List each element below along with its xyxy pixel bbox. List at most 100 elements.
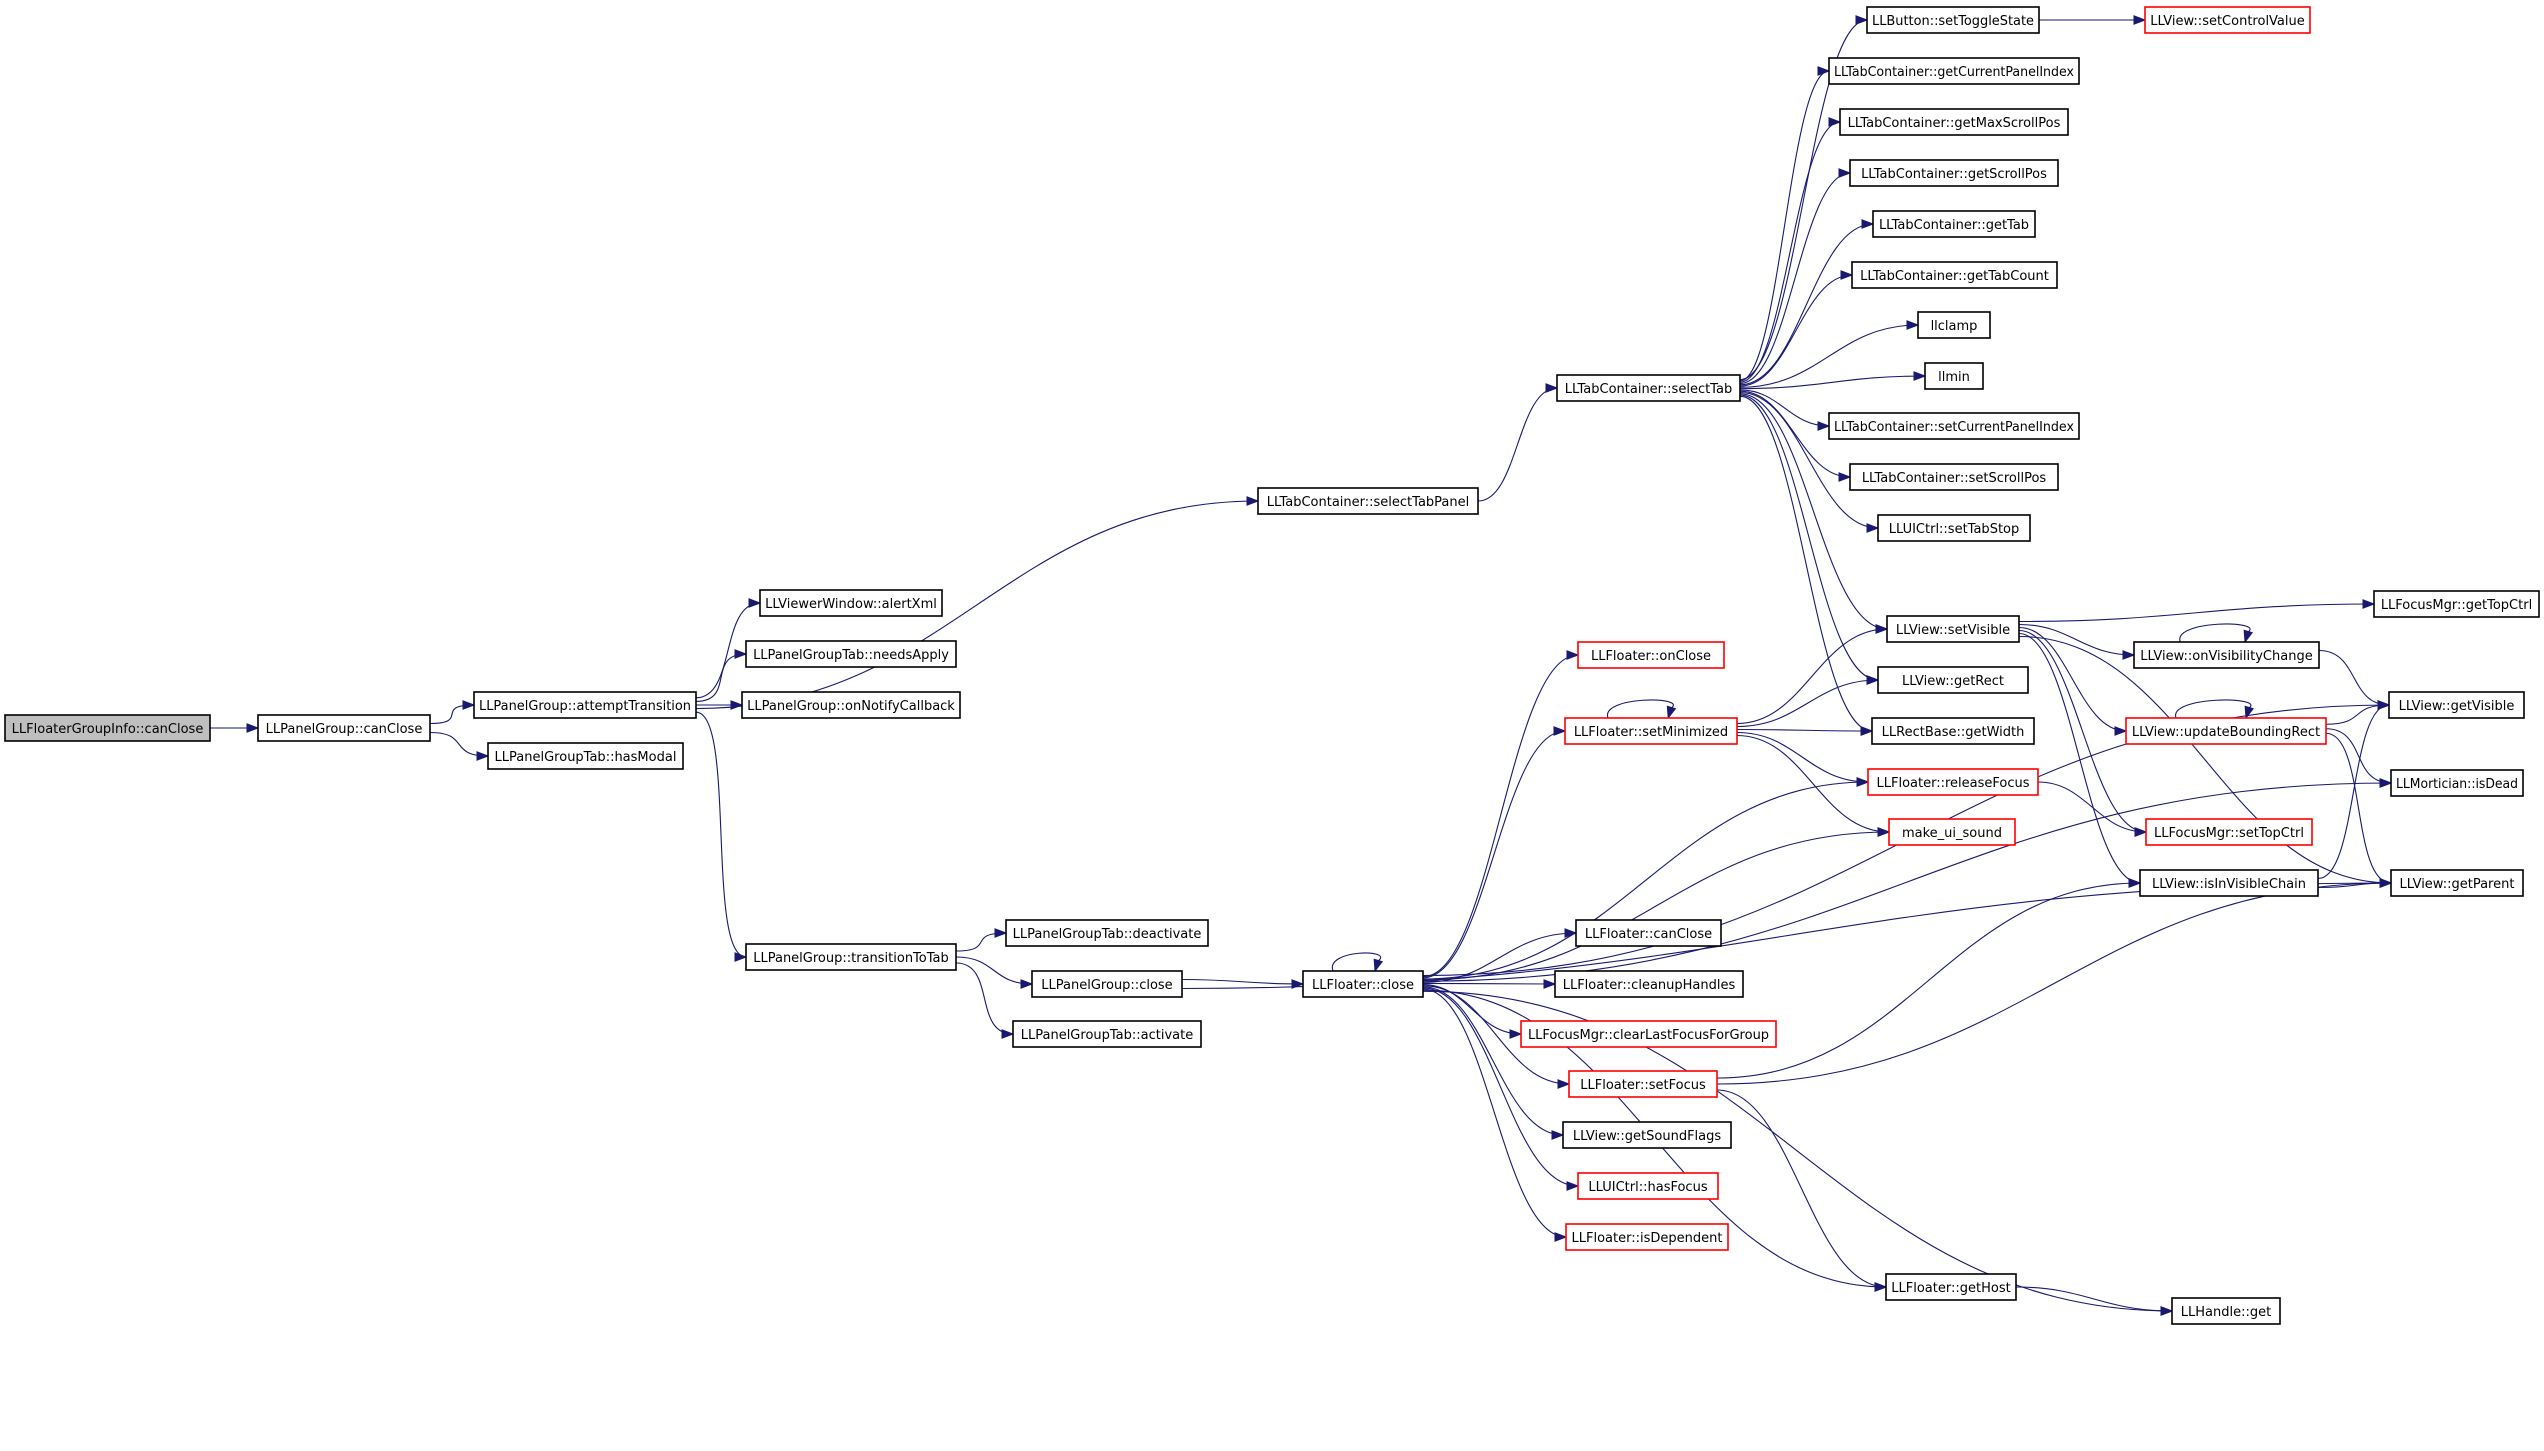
node-selecttabpanel[interactable]: LLTabContainer::selectTabPanel: [1257, 487, 1479, 515]
node-getsoundflags[interactable]: LLView::getSoundFlags: [1562, 1121, 1732, 1149]
node-box[interactable]: [487, 742, 684, 770]
node-box[interactable]: [473, 691, 697, 719]
node-selecttab[interactable]: LLTabContainer::selectTab: [1556, 374, 1741, 402]
node-box[interactable]: [1888, 818, 2016, 846]
node-box[interactable]: [257, 714, 431, 742]
node-pg-close[interactable]: LLPanelGroup::close: [1031, 970, 1183, 998]
node-getrect[interactable]: LLView::getRect: [1877, 666, 2029, 694]
node-box[interactable]: [1886, 615, 2020, 643]
node-hasfocus[interactable]: LLUICtrl::hasFocus: [1577, 1172, 1719, 1200]
node-makeuisound[interactable]: make_ui_sound: [1888, 818, 2016, 846]
node-box[interactable]: [1849, 463, 2059, 491]
node-getparent[interactable]: LLView::getParent: [2390, 869, 2524, 897]
node-box[interactable]: [2133, 641, 2320, 669]
node-box[interactable]: [1877, 514, 2031, 542]
node-settoggle[interactable]: LLButton::setToggleState: [1866, 6, 2040, 34]
node-fl-canclose[interactable]: LLFloater::canClose: [1575, 919, 1722, 947]
node-onvischange[interactable]: LLView::onVisibilityChange: [2133, 641, 2320, 669]
node-box[interactable]: [1005, 919, 1209, 947]
node-box[interactable]: [1565, 1223, 1729, 1251]
node-box[interactable]: [2125, 717, 2327, 745]
node-box[interactable]: [1302, 970, 1424, 998]
node-gettopctrl[interactable]: LLFocusMgr::getTopCtrl: [2373, 590, 2540, 618]
node-box[interactable]: [2390, 869, 2524, 897]
node-isdead[interactable]: LLMortician::isDead: [2390, 769, 2524, 797]
node-gethost[interactable]: LLFloater::getHost: [1885, 1273, 2017, 1301]
node-cleanup[interactable]: LLFloater::cleanupHandles: [1554, 970, 1744, 998]
node-box[interactable]: [1520, 1020, 1777, 1048]
node-box[interactable]: [1575, 919, 1722, 947]
node-box[interactable]: [2390, 769, 2524, 797]
node-setscroll[interactable]: LLTabContainer::setScrollPos: [1849, 463, 2059, 491]
node-box[interactable]: [1924, 362, 1984, 390]
node-box[interactable]: [1866, 6, 2040, 34]
node-box[interactable]: [1554, 970, 1744, 998]
node-updatebounding[interactable]: LLView::updateBoundingRect: [2125, 717, 2327, 745]
node-box[interactable]: [1867, 768, 2039, 796]
node-box[interactable]: [1257, 487, 1479, 515]
node-alertxml[interactable]: LLViewerWindow::alertXml: [759, 589, 943, 617]
node-needsapply[interactable]: LLPanelGroupTab::needsApply: [745, 640, 957, 668]
node-setvisible[interactable]: LLView::setVisible: [1886, 615, 2020, 643]
node-getcurpanel[interactable]: LLTabContainer::getCurrentPanelIndex: [1828, 57, 2080, 85]
node-box[interactable]: [2144, 6, 2311, 34]
node-transition[interactable]: LLPanelGroup::transitionToTab: [745, 943, 957, 971]
node-box[interactable]: [741, 691, 961, 719]
node-box[interactable]: [1568, 1070, 1718, 1098]
node-box[interactable]: [2139, 869, 2319, 897]
node-box[interactable]: [745, 943, 957, 971]
node-box[interactable]: [2145, 818, 2313, 846]
node-pg-canclose[interactable]: LLPanelGroup::canClose: [257, 714, 431, 742]
node-isdependent[interactable]: LLFloater::isDependent: [1565, 1223, 1729, 1251]
node-box[interactable]: [1849, 159, 2059, 187]
node-activate[interactable]: LLPanelGroupTab::activate: [1012, 1020, 1202, 1048]
node-handleget[interactable]: LLHandle::get: [2171, 1297, 2281, 1325]
node-box[interactable]: [1577, 1172, 1719, 1200]
node-box[interactable]: [1851, 261, 2058, 289]
node-box[interactable]: [1917, 311, 1991, 339]
node-box[interactable]: [1564, 717, 1738, 745]
node-getmaxscroll[interactable]: LLTabContainer::getMaxScrollPos: [1839, 108, 2069, 136]
node-setcontrol[interactable]: LLView::setControlValue: [2144, 6, 2311, 34]
node-releasefocus[interactable]: LLFloater::releaseFocus: [1867, 768, 2039, 796]
node-gettabcount[interactable]: LLTabContainer::getTabCount: [1851, 261, 2058, 289]
node-box[interactable]: [1556, 374, 1741, 402]
node-deactivate[interactable]: LLPanelGroupTab::deactivate: [1005, 919, 1209, 947]
node-box[interactable]: [4, 714, 211, 742]
node-box[interactable]: [1885, 1273, 2017, 1301]
node-hasmodal[interactable]: LLPanelGroupTab::hasModal: [487, 742, 684, 770]
node-box[interactable]: [1031, 970, 1183, 998]
node-box[interactable]: [1872, 210, 2036, 238]
node-setfocus[interactable]: LLFloater::setFocus: [1568, 1070, 1718, 1098]
node-box[interactable]: [1871, 717, 2035, 745]
node-box[interactable]: [1012, 1020, 1202, 1048]
node-box[interactable]: [2388, 691, 2525, 719]
node-box[interactable]: [1577, 641, 1725, 669]
node-settabstop[interactable]: LLUICtrl::setTabStop: [1877, 514, 2031, 542]
node-box[interactable]: [2171, 1297, 2281, 1325]
node-box[interactable]: [1562, 1121, 1732, 1149]
node-attempt[interactable]: LLPanelGroup::attemptTransition: [473, 691, 697, 719]
node-clearlastfocus[interactable]: LLFocusMgr::clearLastFocusForGroup: [1520, 1020, 1777, 1048]
node-getscroll[interactable]: LLTabContainer::getScrollPos: [1849, 159, 2059, 187]
node-box[interactable]: [745, 640, 957, 668]
node-box[interactable]: [1877, 666, 2029, 694]
node-box[interactable]: [759, 589, 943, 617]
node-box[interactable]: [2373, 590, 2540, 618]
node-fl-close[interactable]: LLFloater::close: [1302, 970, 1424, 998]
node-box[interactable]: [1839, 108, 2069, 136]
node-llclamp[interactable]: llclamp: [1917, 311, 1991, 339]
node-onclose[interactable]: LLFloater::onClose: [1577, 641, 1725, 669]
node-gettab[interactable]: LLTabContainer::getTab: [1872, 210, 2036, 238]
node-isinvisiblechain[interactable]: LLView::isInVisibleChain: [2139, 869, 2319, 897]
node-getwidth[interactable]: LLRectBase::getWidth: [1871, 717, 2035, 745]
node-box[interactable]: [1828, 57, 2080, 85]
node-getvisible[interactable]: LLView::getVisible: [2388, 691, 2525, 719]
node-root[interactable]: LLFloaterGroupInfo::canClose: [4, 714, 211, 742]
node-onnotify[interactable]: LLPanelGroup::onNotifyCallback: [741, 691, 961, 719]
node-settopctrl[interactable]: LLFocusMgr::setTopCtrl: [2145, 818, 2313, 846]
node-box[interactable]: [1828, 412, 2080, 440]
node-llmin[interactable]: llmin: [1924, 362, 1984, 390]
node-setminimized[interactable]: LLFloater::setMinimized: [1564, 717, 1738, 745]
node-setcurpanel[interactable]: LLTabContainer::setCurrentPanelIndex: [1828, 412, 2080, 440]
